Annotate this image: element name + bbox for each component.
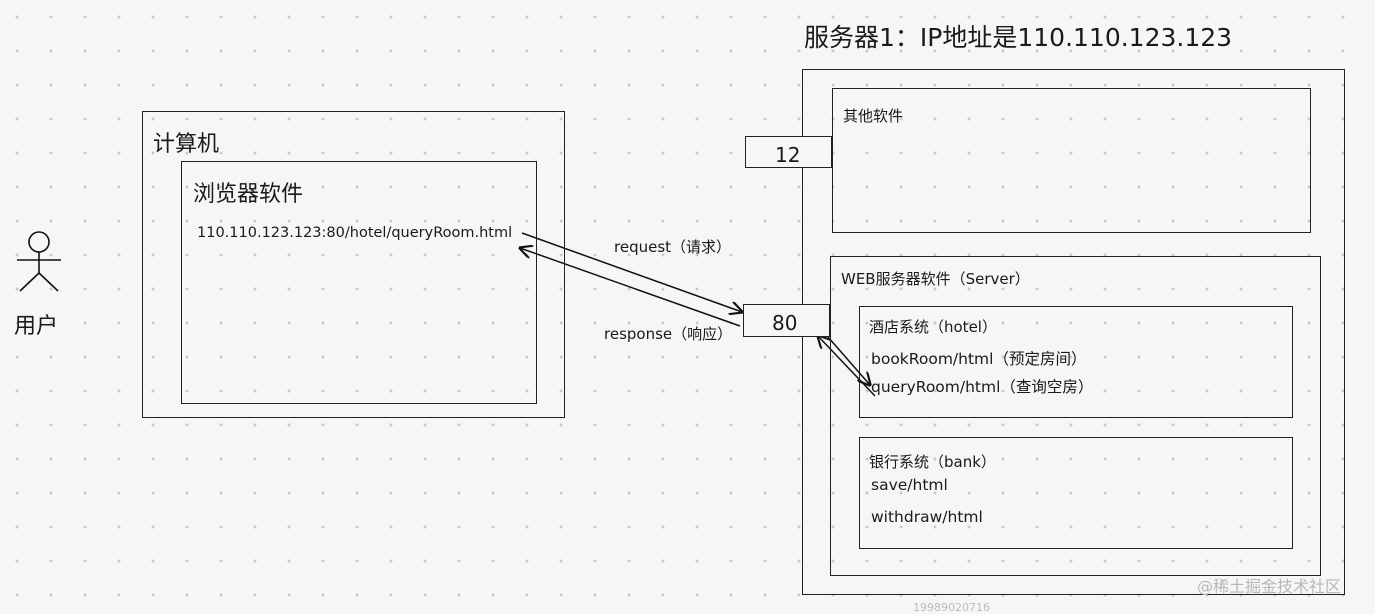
web-server-title: WEB服务器软件（Server） (841, 270, 1030, 288)
other-software-box: 其他软件 (832, 88, 1311, 233)
dispatch-arrow (827, 336, 870, 385)
computer-title: 计算机 (153, 132, 220, 157)
browser-url: 110.110.123.123:80/hotel/queryRoom.html (197, 225, 513, 241)
port-80-box: 80 (743, 304, 830, 337)
hotel-system-box: 酒店系统（hotel） bookRoom/html（预定房间） queryRoo… (859, 306, 1293, 418)
other-software-title: 其他软件 (843, 107, 904, 125)
browser-box: 浏览器软件 110.110.123.123:80/hotel/queryRoom… (181, 161, 537, 404)
bank-system-title: 银行系统（bank） (869, 453, 996, 471)
footer-id: 19989020716 (913, 601, 990, 614)
browser-title: 浏览器软件 (193, 182, 304, 207)
request-label: request（请求） (614, 238, 732, 256)
hotel-item-queryroom: queryRoom/html（查询空房） (871, 378, 1094, 396)
user-label: 用户 (14, 314, 59, 339)
response-arrow (520, 248, 741, 327)
return-arrow (818, 336, 876, 397)
web-server-box: WEB服务器软件（Server） (830, 256, 1321, 576)
bank-item-save: save/html (871, 476, 948, 494)
watermark: @稀土掘金技术社区 (1197, 577, 1342, 596)
computer-box: 计算机 浏览器软件 110.110.123.123:80/hotel/query… (142, 111, 565, 418)
server-title: 服务器1：IP地址是110.110.123.123 (804, 23, 1233, 52)
hotel-item-bookroom: bookRoom/html（预定房间） (871, 350, 1087, 368)
port-80-label: 80 (772, 311, 798, 335)
bank-item-withdraw: withdraw/html (871, 508, 983, 526)
response-label: response（响应） (604, 325, 733, 343)
hotel-system-title: 酒店系统（hotel） (869, 318, 997, 336)
port-12-box: 12 (745, 136, 832, 168)
request-arrow (521, 232, 742, 312)
bank-system-box: 银行系统（bank） save/html withdraw/html (859, 437, 1293, 549)
user-icon (17, 231, 61, 292)
port-12-label: 12 (775, 143, 801, 167)
